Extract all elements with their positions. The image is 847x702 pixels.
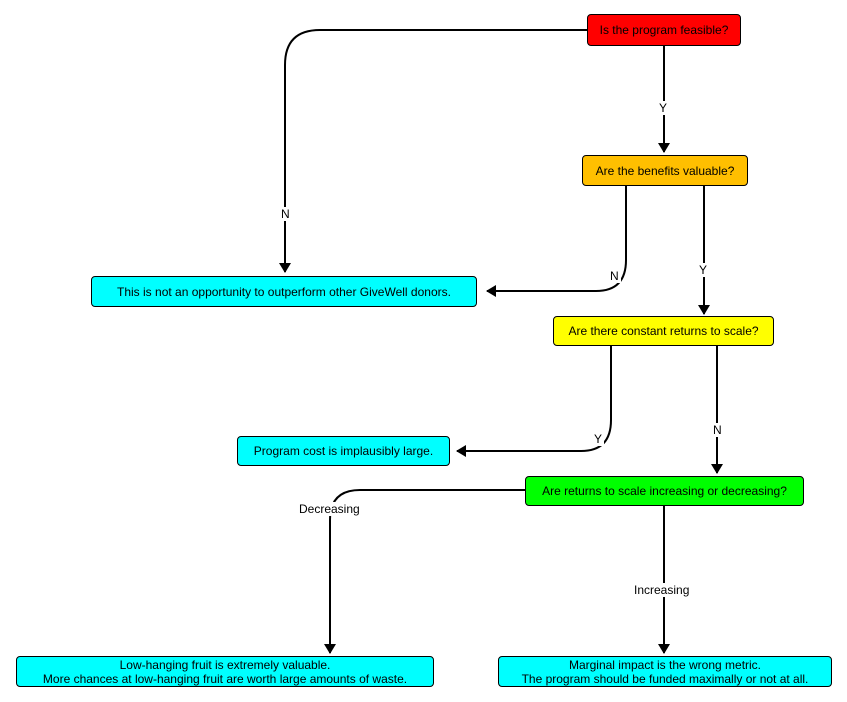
edge-label-benefits-no: N xyxy=(608,269,621,283)
edge-decreasing xyxy=(324,489,525,654)
node-not-opportunity: This is not an opportunity to outperform… xyxy=(91,276,477,307)
node-constant-returns-text: Are there constant returns to scale? xyxy=(568,324,759,338)
node-returns-direction-text: Are returns to scale increasing or decre… xyxy=(542,484,787,498)
edge-label-increasing: Increasing xyxy=(632,583,692,597)
edge-label-decreasing: Decreasing xyxy=(297,502,362,516)
node-constant-returns: Are there constant returns to scale? xyxy=(553,316,774,346)
node-marginal-impact-line1: Marginal impact is the wrong metric. xyxy=(568,657,762,672)
node-benefits-valuable-text: Are the benefits valuable? xyxy=(595,163,735,178)
node-implausibly-large-text: Program cost is implausibly large. xyxy=(253,444,434,458)
edge-feasible-no xyxy=(279,29,587,273)
edge-constant-yes xyxy=(456,346,612,457)
edge-label-benefits-yes: Y xyxy=(697,263,710,277)
node-benefits-valuable: Are the benefits valuable? xyxy=(582,155,748,186)
edge-label-feasible-yes: Y xyxy=(657,101,670,115)
node-low-hanging-fruit: Low-hanging fruit is extremely valuable.… xyxy=(16,656,434,687)
node-returns-direction: Are returns to scale increasing or decre… xyxy=(525,476,804,506)
node-implausibly-large: Program cost is implausibly large. xyxy=(237,436,450,466)
edge-benefits-no xyxy=(486,186,627,297)
edge-label-feasible-no: N xyxy=(279,207,292,221)
node-program-feasible-text: Is the program feasible? xyxy=(599,23,729,37)
node-program-feasible: Is the program feasible? xyxy=(587,14,741,46)
edge-label-constant-no: N xyxy=(711,423,724,437)
node-marginal-impact-line2: The program should be funded maximally o… xyxy=(521,671,809,686)
node-marginal-impact: Marginal impact is the wrong metric. The… xyxy=(498,656,832,687)
node-low-hanging-fruit-line1: Low-hanging fruit is extremely valuable. xyxy=(119,657,331,672)
node-not-opportunity-text: This is not an opportunity to outperform… xyxy=(117,284,451,299)
edge-label-constant-yes: Y xyxy=(592,432,605,446)
node-low-hanging-fruit-line2: More chances at low-hanging fruit are wo… xyxy=(42,671,408,686)
